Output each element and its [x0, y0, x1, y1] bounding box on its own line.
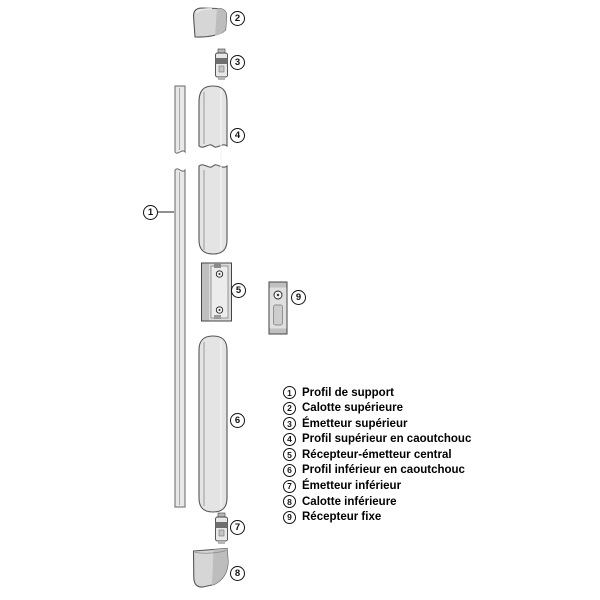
legend-item: 7 Émetteur inférieur	[283, 479, 471, 493]
legend-num-1: 1	[283, 386, 296, 399]
legend-num-5: 5	[283, 448, 296, 462]
callout-6: 6	[230, 413, 245, 428]
part-bottom-cap	[192, 547, 229, 588]
callout-3: 3	[230, 55, 245, 70]
part-top-cap	[192, 7, 228, 38]
legend-num-7: 7	[283, 479, 296, 493]
callout-1: 1	[143, 205, 158, 220]
legend-num-6: 6	[283, 463, 296, 477]
callout-7: 7	[230, 520, 245, 535]
legend-label-5: Récepteur-émetteur central	[302, 448, 452, 461]
legend-label-9: Récepteur fixe	[302, 511, 382, 524]
callout-9: 9	[291, 290, 306, 305]
legend-item: 6 Profil inférieur en caoutchouc	[283, 463, 471, 477]
legend-label-3: Émetteur supérieur	[302, 417, 408, 430]
callout-4: 4	[230, 128, 245, 143]
legend-num-2: 2	[283, 401, 296, 415]
legend-num-3: 3	[283, 417, 296, 431]
legend-item: 5 Récepteur-émetteur central	[283, 448, 471, 462]
legend-num-9: 9	[283, 510, 296, 524]
legend-label-1: Profil de support	[302, 386, 394, 399]
legend-item: 8 Calotte inférieure	[283, 495, 471, 509]
callout-5: 5	[231, 283, 246, 298]
legend-item: 2 Calotte supérieure	[283, 401, 471, 415]
callout-8: 8	[230, 566, 245, 581]
legend-label-4: Profil supérieur en caoutchouc	[302, 433, 472, 446]
legend-item: 4 Profil supérieur en caoutchouc	[283, 432, 472, 446]
legend-item: 9 Récepteur fixe	[283, 510, 471, 524]
legend-label-8: Calotte inférieure	[302, 495, 397, 508]
legend-num-8: 8	[283, 495, 296, 509]
part-upper-emitter	[215, 48, 228, 80]
part-support-profile	[174, 85, 186, 508]
part-lower-emitter	[215, 512, 228, 544]
part-upper-rubber-profile	[198, 85, 228, 255]
legend-item: 3 Émetteur supérieur	[283, 417, 471, 431]
legend-label-2: Calotte supérieure	[302, 402, 403, 415]
parts-legend: 1 Profil de support 2 Calotte supérieure…	[283, 386, 471, 526]
legend-label-7: Émetteur inférieur	[302, 480, 402, 493]
part-fixed-receiver	[268, 281, 288, 335]
part-central-receiver-emitter	[201, 262, 232, 322]
legend-num-4: 4	[283, 432, 296, 446]
legend-item: 1 Profil de support	[283, 386, 471, 399]
part-lower-rubber-profile	[198, 335, 228, 513]
legend-label-6: Profil inférieur en caoutchouc	[302, 464, 465, 477]
callout-2: 2	[230, 11, 245, 26]
